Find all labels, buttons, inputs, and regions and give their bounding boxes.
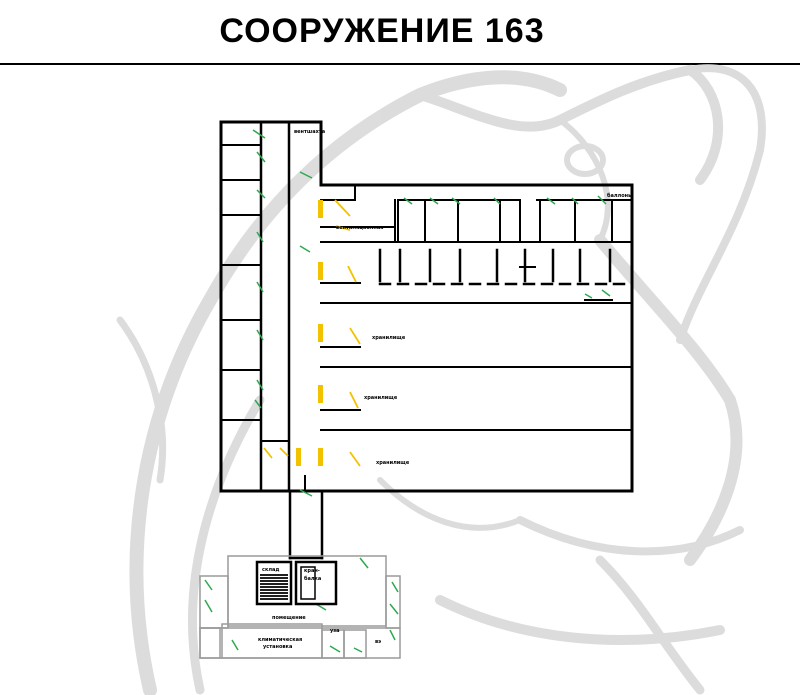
door-green xyxy=(252,129,266,139)
room-label-corner-room: вэ xyxy=(375,639,381,645)
door-green xyxy=(403,197,413,205)
room-label-storage-1: хранилище xyxy=(372,335,406,341)
door-yellow-swing xyxy=(349,451,361,467)
room-label-crane-beam-2: балка xyxy=(304,575,321,582)
room-label-warehouse: склад xyxy=(262,567,279,573)
door-green xyxy=(204,599,213,613)
door-green xyxy=(299,245,311,253)
door-green xyxy=(299,489,313,497)
door-yellow-swing xyxy=(347,265,357,283)
stairs-icon xyxy=(260,566,316,600)
door-green xyxy=(256,231,264,243)
room-label-decontamination: помещение xyxy=(272,615,306,621)
door-green xyxy=(493,197,501,205)
door-green xyxy=(571,197,579,205)
door-yellow-swing xyxy=(335,225,351,231)
title-divider xyxy=(0,63,800,65)
room-label-climate-1: климатическая xyxy=(258,637,302,643)
door-green xyxy=(391,581,399,593)
annex-wall xyxy=(199,627,401,659)
door-yellow-bar xyxy=(318,262,323,280)
door-yellow-bar xyxy=(318,385,323,403)
door-green xyxy=(329,645,341,653)
door-green xyxy=(256,379,264,391)
door-green xyxy=(231,639,239,651)
door-green xyxy=(359,557,369,569)
door-yellow-bar xyxy=(296,448,301,466)
door-green xyxy=(254,399,262,409)
door-yellow-bar xyxy=(318,200,323,218)
page-title: СООРУЖЕНИЕ 163 xyxy=(219,12,545,50)
annex-wall xyxy=(343,629,367,659)
door-yellow-swing xyxy=(349,391,359,409)
room-label-crane-beam-1: кран- xyxy=(304,568,320,574)
door-green xyxy=(353,647,363,653)
door-green xyxy=(601,289,611,297)
crane-beam-box xyxy=(300,566,316,600)
door-green xyxy=(299,171,313,179)
annex-wall xyxy=(199,627,221,659)
door-markers xyxy=(204,129,611,653)
door-yellow-swing xyxy=(279,447,289,457)
room-label-climate-2: установка xyxy=(263,644,292,650)
room-label-cylinders: баллоны xyxy=(607,192,633,199)
annex-wall xyxy=(321,629,345,659)
door-yellow-swing xyxy=(334,199,351,217)
door-green xyxy=(256,151,266,163)
crane-beam-walls xyxy=(294,560,338,606)
building-walls xyxy=(219,120,634,560)
room-label-ventilation-shaft: вентшахта xyxy=(294,129,325,135)
room-label-small-room: уза xyxy=(330,628,340,634)
room-label-storage-2: хранилище xyxy=(364,395,398,401)
entrance-annex xyxy=(199,555,401,659)
room-label-storage-3: хранилище xyxy=(376,460,410,466)
door-green xyxy=(584,293,593,299)
door-green xyxy=(256,189,266,199)
door-green xyxy=(451,197,461,205)
door-green xyxy=(256,281,264,293)
door-yellow-swing xyxy=(263,447,273,459)
door-yellow-bar xyxy=(318,448,323,466)
annex-wall xyxy=(199,575,229,629)
door-green xyxy=(389,629,396,641)
door-green xyxy=(597,195,607,205)
door-yellow-swing xyxy=(349,327,361,345)
door-green xyxy=(546,197,556,205)
wolf-head-watermark-icon xyxy=(116,64,766,695)
warehouse-walls xyxy=(255,560,293,606)
door-green xyxy=(389,603,399,615)
door-green xyxy=(204,579,213,591)
door-green xyxy=(256,329,264,341)
door-yellow-bar xyxy=(318,324,323,342)
room-label-ventilation-room: вентиляционная xyxy=(336,225,383,231)
door-green xyxy=(429,197,439,205)
